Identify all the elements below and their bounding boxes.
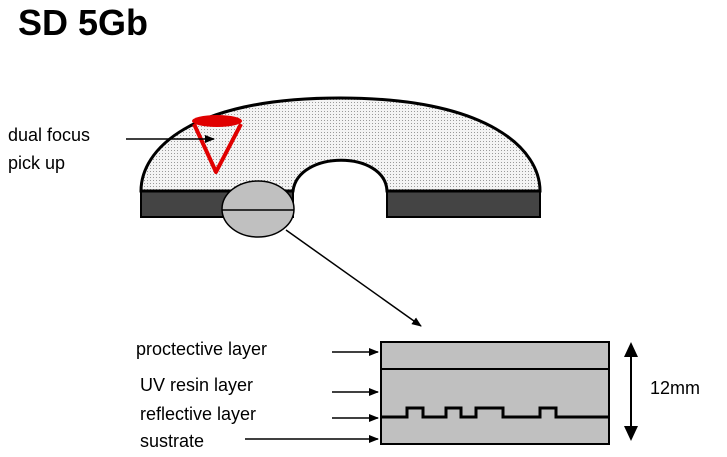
magnifier-ellipse	[221, 180, 295, 238]
diagram-title: SD 5Gb	[18, 2, 149, 43]
pickup-cone	[192, 123, 243, 174]
reflective-layer-label: reflective layer	[140, 404, 257, 424]
pickup-label-line1: dual focus	[8, 125, 91, 145]
disc-body	[139, 96, 542, 193]
thickness-arrow-bottom	[624, 426, 638, 441]
thickness-label: 12mm	[650, 378, 701, 398]
protective-layer-label: proctective layer	[136, 339, 268, 359]
uv-resin-layer-label: UV resin layer	[140, 375, 254, 395]
disc-base-right	[386, 190, 541, 218]
zoom-arrow	[285, 229, 422, 327]
substrate-label: sustrate	[140, 431, 205, 451]
thickness-arrow-top	[624, 342, 638, 357]
pickup-lens	[192, 115, 242, 127]
layer-stack	[380, 341, 610, 445]
reflective-layer-line	[381, 406, 609, 419]
pickup-label-line2: pick up	[8, 153, 66, 173]
